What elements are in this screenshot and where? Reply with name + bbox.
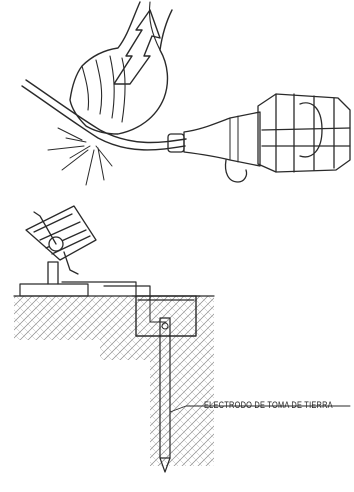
lightning-bolt-icon — [114, 10, 160, 84]
electrode-callout-label: ELECTRODO DE TOMA DE TIERRA — [204, 400, 333, 410]
machine-icon — [26, 206, 96, 284]
spark-icon — [48, 128, 112, 185]
equipment-base — [20, 284, 88, 296]
damaged-cable — [22, 86, 185, 150]
shock-hazard-figure — [22, 2, 350, 185]
hand-icon — [70, 2, 172, 134]
grounding-figure — [14, 206, 350, 472]
soil-ground — [14, 296, 214, 466]
lamp-cage-icon — [258, 94, 350, 172]
